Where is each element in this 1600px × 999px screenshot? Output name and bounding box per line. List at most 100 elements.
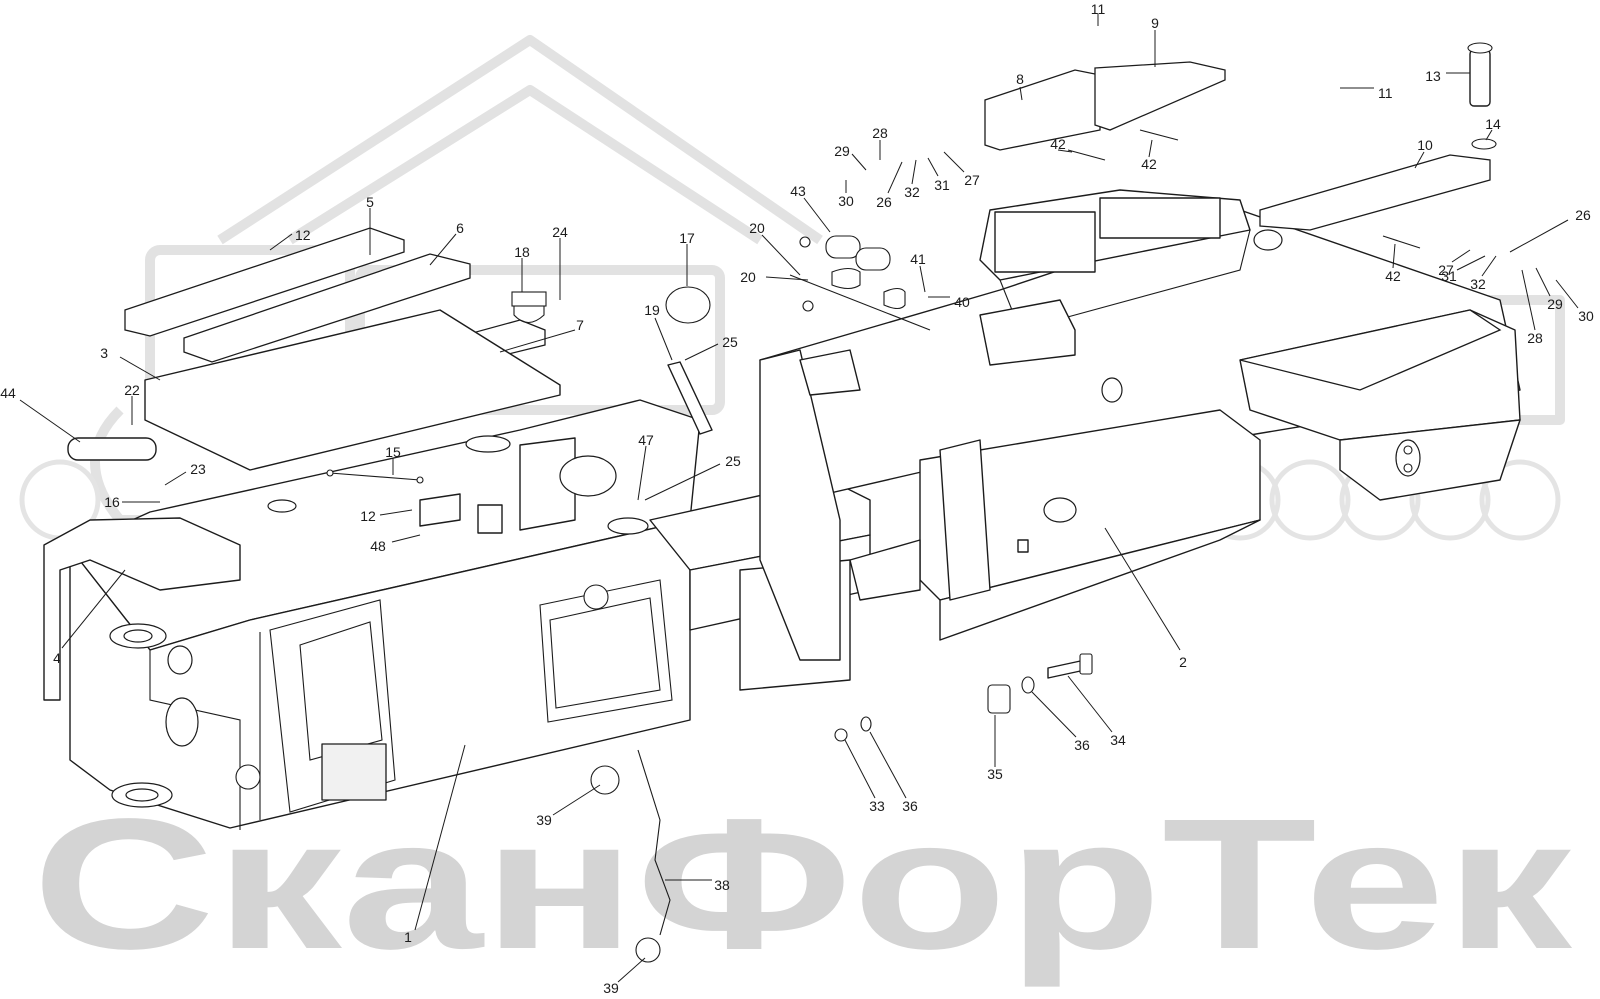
callout-leader-c14 [1485,129,1493,141]
callout-label-c11b: 11 [1378,85,1393,101]
callout-label-c31b: 31 [1441,268,1457,284]
callout-leader-c30b [1555,279,1579,309]
callout-label-c19: 19 [644,302,660,318]
plate-39b [635,937,661,963]
callout-leader-c2 [1104,527,1181,651]
callout-leader-c25a [684,343,719,361]
washer-36b [860,716,872,732]
callout-label-c25a: 25 [722,334,738,350]
spring-15 [329,472,421,481]
callout-label-c42b: 42 [1141,156,1157,172]
grating-panel-6 [183,253,471,363]
callout-leader-c47 [637,445,647,501]
callout-leader-c7 [499,329,576,353]
callout-leader-c42c [1392,243,1396,269]
callout-label-c16: 16 [104,494,120,510]
callout-leader-c43 [803,197,831,233]
callout-leader-c26b [1509,219,1569,253]
callout-leader-c23 [164,471,187,486]
front-frame [759,189,1521,661]
callout-leader-c42a [1057,149,1073,153]
callout-leader-c36b [869,731,907,799]
clamp-43b [855,247,891,271]
callout-label-c41: 41 [910,251,926,267]
bracket-19 [667,361,713,435]
callout-label-c27b: 27 [1438,262,1454,278]
callout-label-c24: 24 [552,224,568,240]
grating-panel-9 [1094,61,1226,131]
top-cover-3 [144,309,561,471]
callout-label-c18: 18 [514,244,530,260]
callout-label-c6: 6 [456,220,464,236]
strut-42b [1139,129,1179,141]
callout-label-c26a: 26 [876,194,892,210]
callout-label-c35: 35 [987,766,1003,782]
callout-leader-c31a [927,157,939,177]
callout-label-c33: 33 [869,798,885,814]
callout-label-c29a: 29 [834,143,850,159]
callout-leader-c6 [429,233,457,266]
callout-leader-c32b [1481,255,1497,277]
callout-label-c30a: 30 [838,193,854,209]
callout-label-c17: 17 [679,230,695,246]
rod-20 [789,274,931,331]
callout-label-c5: 5 [366,194,374,210]
callout-label-c1: 1 [404,929,412,945]
spacer-35 [987,684,1011,714]
clamp-43a [825,235,861,259]
callout-label-c26b: 26 [1575,207,1591,223]
small-parts [67,42,1497,963]
callout-leader-c20b [765,276,809,281]
callout-leader-c32a [911,159,917,185]
callout-leader-c48 [391,534,421,543]
callout-label-c2: 2 [1179,654,1187,670]
callout-label-c4: 4 [53,650,61,666]
callout-leader-c4 [61,569,126,649]
callout-label-c11a: 11 [1091,1,1106,17]
callout-leader-c12b [379,509,413,516]
callout-leader-c27b [1451,249,1471,263]
callout-leader-c44 [19,399,81,443]
callout-leader-c8 [1019,86,1023,101]
callout-label-c22: 22 [124,382,140,398]
callout-label-c38: 38 [714,877,730,893]
callout-leader-c33 [844,739,876,799]
callout-label-c42c: 42 [1385,268,1401,284]
plate-39a [590,765,620,795]
callout-leader-c31b [1456,255,1486,271]
callout-leader-c20a [761,234,801,276]
callout-label-c36a: 36 [1074,737,1090,753]
nut-33 [834,728,848,742]
grating-panel-10 [1259,154,1491,231]
u-bolt-18 [513,292,545,324]
callout-label-c29b: 29 [1547,296,1563,312]
callout-leader-c12a [269,233,293,251]
callout-leader-c39a [552,784,601,816]
callout-leader-c36a [1031,691,1077,738]
callout-leader-c29b [1535,267,1551,297]
callout-label-c10: 10 [1417,137,1433,153]
cover-17 [665,286,711,324]
callout-label-c23: 23 [190,461,206,477]
callout-leader-c19 [654,317,673,361]
callout-label-c47: 47 [638,432,654,448]
callout-leader-c42b [1148,139,1153,158]
callout-label-c39b: 39 [603,980,619,996]
watermark-brand-text: СканФорТек [32,781,1573,988]
callout-label-c12b: 12 [360,508,376,524]
callout-label-c44: 44 [0,385,16,401]
callout-label-c12a: 12 [295,227,311,243]
strut-42c [1382,235,1421,249]
callout-label-c34: 34 [1110,732,1126,748]
strut-42a [1067,149,1106,161]
callout-leader-c25b [644,463,721,501]
callout-label-c7: 7 [576,317,584,333]
callout-label-c20a: 20 [749,220,765,236]
callout-label-c32b: 32 [1470,276,1486,292]
callout-label-c42a: 42 [1050,136,1066,152]
callout-leader-c10 [1414,151,1425,169]
grating-panel-8 [984,69,1101,151]
callout-label-c30b: 30 [1578,308,1594,324]
